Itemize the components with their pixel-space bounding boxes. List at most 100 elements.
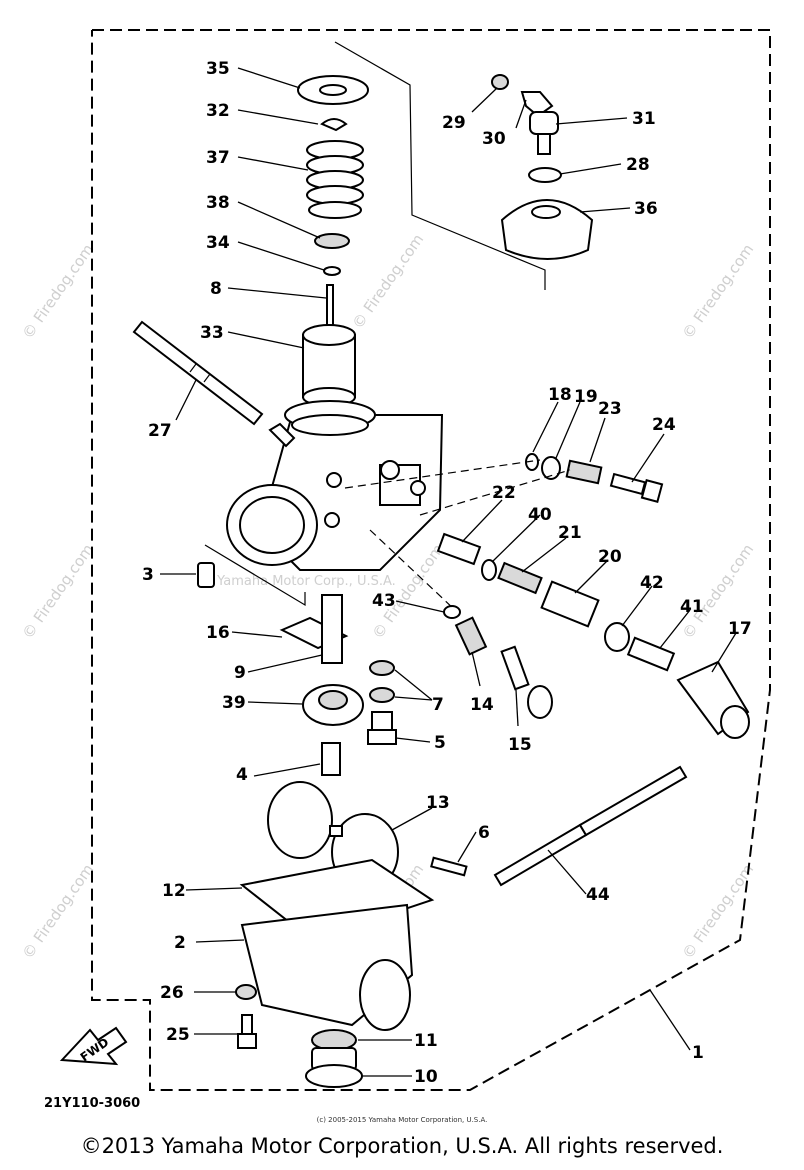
part-42-nut	[604, 622, 630, 652]
callout-12: 12	[162, 881, 186, 901]
callout-32: 32	[206, 101, 230, 121]
callout-7: 7	[432, 695, 444, 715]
part-36-cap	[500, 199, 594, 260]
callout-43: 43	[372, 591, 396, 611]
callout-4: 4	[236, 765, 248, 785]
callout-20: 20	[598, 547, 622, 567]
watermark: © Firedog.com	[19, 541, 98, 643]
callout-11: 11	[414, 1031, 438, 1051]
top-group-bracket	[334, 41, 546, 290]
part-37-spring	[306, 140, 364, 219]
callout-15: 15	[508, 735, 532, 755]
part-7-washer-b	[369, 687, 395, 703]
part-15-screw	[500, 645, 553, 719]
part-35-washer	[297, 75, 369, 105]
diagram-code: 21Y110-3060	[44, 1096, 141, 1111]
callout-2: 2	[174, 933, 186, 953]
callout-16: 16	[206, 623, 230, 643]
callout-21: 21	[558, 523, 582, 543]
callout-5: 5	[434, 733, 446, 753]
callout-30: 30	[482, 129, 506, 149]
part-20-nut	[540, 580, 600, 628]
part-19-washer	[541, 456, 561, 480]
callout-31: 31	[632, 109, 656, 129]
watermark: © Firedog.com	[19, 861, 98, 963]
callout-35: 35	[206, 59, 230, 79]
part-21-spring	[497, 561, 543, 595]
part-27-tube	[132, 320, 264, 426]
callout-numbers: 35 32 37 38 34 8 33 29 30 31 28 36 27 18…	[142, 59, 752, 1087]
callout-26: 26	[160, 983, 184, 1003]
part-41-fitting	[626, 636, 676, 672]
footer-copyright: ©2013 Yamaha Motor Corporation, U.S.A. A…	[80, 1134, 724, 1158]
part-3-screw	[197, 562, 215, 588]
watermark: © Firedog.com	[679, 861, 758, 963]
part-43-o-ring	[443, 605, 461, 619]
callout-40: 40	[528, 505, 552, 525]
fwd-arrow: FWD	[59, 1026, 128, 1066]
callout-44: 44	[586, 885, 610, 905]
callout-14: 14	[470, 695, 494, 715]
callout-42: 42	[640, 573, 664, 593]
part-25-screw	[237, 1014, 257, 1049]
assembly-line	[369, 529, 456, 611]
callout-24: 24	[652, 415, 676, 435]
part-40-o-ring	[481, 559, 497, 581]
part-30-31-elbow	[520, 91, 559, 155]
assembly-line	[344, 459, 541, 489]
callout-8: 8	[210, 279, 222, 299]
part-2-float-chamber	[240, 903, 414, 1031]
callout-13: 13	[426, 793, 450, 813]
callout-17: 17	[728, 619, 752, 639]
part-34-clip	[323, 266, 341, 276]
part-10-drain-plug	[305, 1047, 363, 1088]
callout-9: 9	[234, 663, 246, 683]
part-29-cap	[491, 74, 509, 90]
callout-41: 41	[680, 597, 704, 617]
part-38-seat	[314, 233, 350, 249]
part-24-screw	[609, 472, 664, 503]
part-4-pilot-jet	[321, 742, 341, 776]
part-22-plunger	[436, 532, 482, 566]
part-17-boot	[676, 660, 750, 739]
callout-1: 1	[692, 1043, 704, 1063]
carburetor-body	[226, 400, 444, 571]
part-26-washer	[235, 984, 257, 1000]
part-9-needle-jet	[321, 594, 343, 664]
callout-22: 22	[492, 483, 516, 503]
callout-23: 23	[598, 399, 622, 419]
bracket-3	[204, 544, 306, 607]
watermark-center: © Yamaha Motor Corp., U.S.A.	[200, 574, 396, 589]
callout-28: 28	[626, 155, 650, 175]
callout-6: 6	[478, 823, 490, 843]
callout-39: 39	[222, 693, 246, 713]
callout-34: 34	[206, 233, 230, 253]
watermark: © Firedog.com	[679, 241, 758, 343]
watermark: © Firedog.com	[349, 231, 428, 333]
callout-19: 19	[574, 387, 598, 407]
part-32-clip	[320, 118, 348, 132]
watermark: © Firedog.com	[19, 241, 98, 343]
part-44-pipe	[493, 765, 688, 887]
callout-18: 18	[548, 385, 572, 405]
leader-lines	[160, 67, 737, 1077]
part-5-main-jet	[367, 711, 397, 745]
part-6-pin	[430, 856, 468, 877]
part-39-ring	[302, 684, 364, 726]
part-7-washer-a	[369, 660, 395, 676]
callout-25: 25	[166, 1025, 190, 1045]
callout-37: 37	[206, 148, 230, 168]
part-28-washer	[528, 167, 562, 183]
callout-3: 3	[142, 565, 154, 585]
callout-29: 29	[442, 113, 466, 133]
callout-10: 10	[414, 1067, 438, 1087]
part-14-spring	[454, 616, 488, 656]
small-copyright: (c) 2005-2015 Yamaha Motor Corporation, …	[316, 1116, 488, 1124]
callout-27: 27	[148, 421, 172, 441]
callout-33: 33	[200, 323, 224, 343]
assembly-frame	[91, 29, 771, 1091]
part-33-throttle-valve	[302, 324, 356, 407]
assembly-line	[419, 469, 571, 516]
callout-38: 38	[206, 193, 230, 213]
